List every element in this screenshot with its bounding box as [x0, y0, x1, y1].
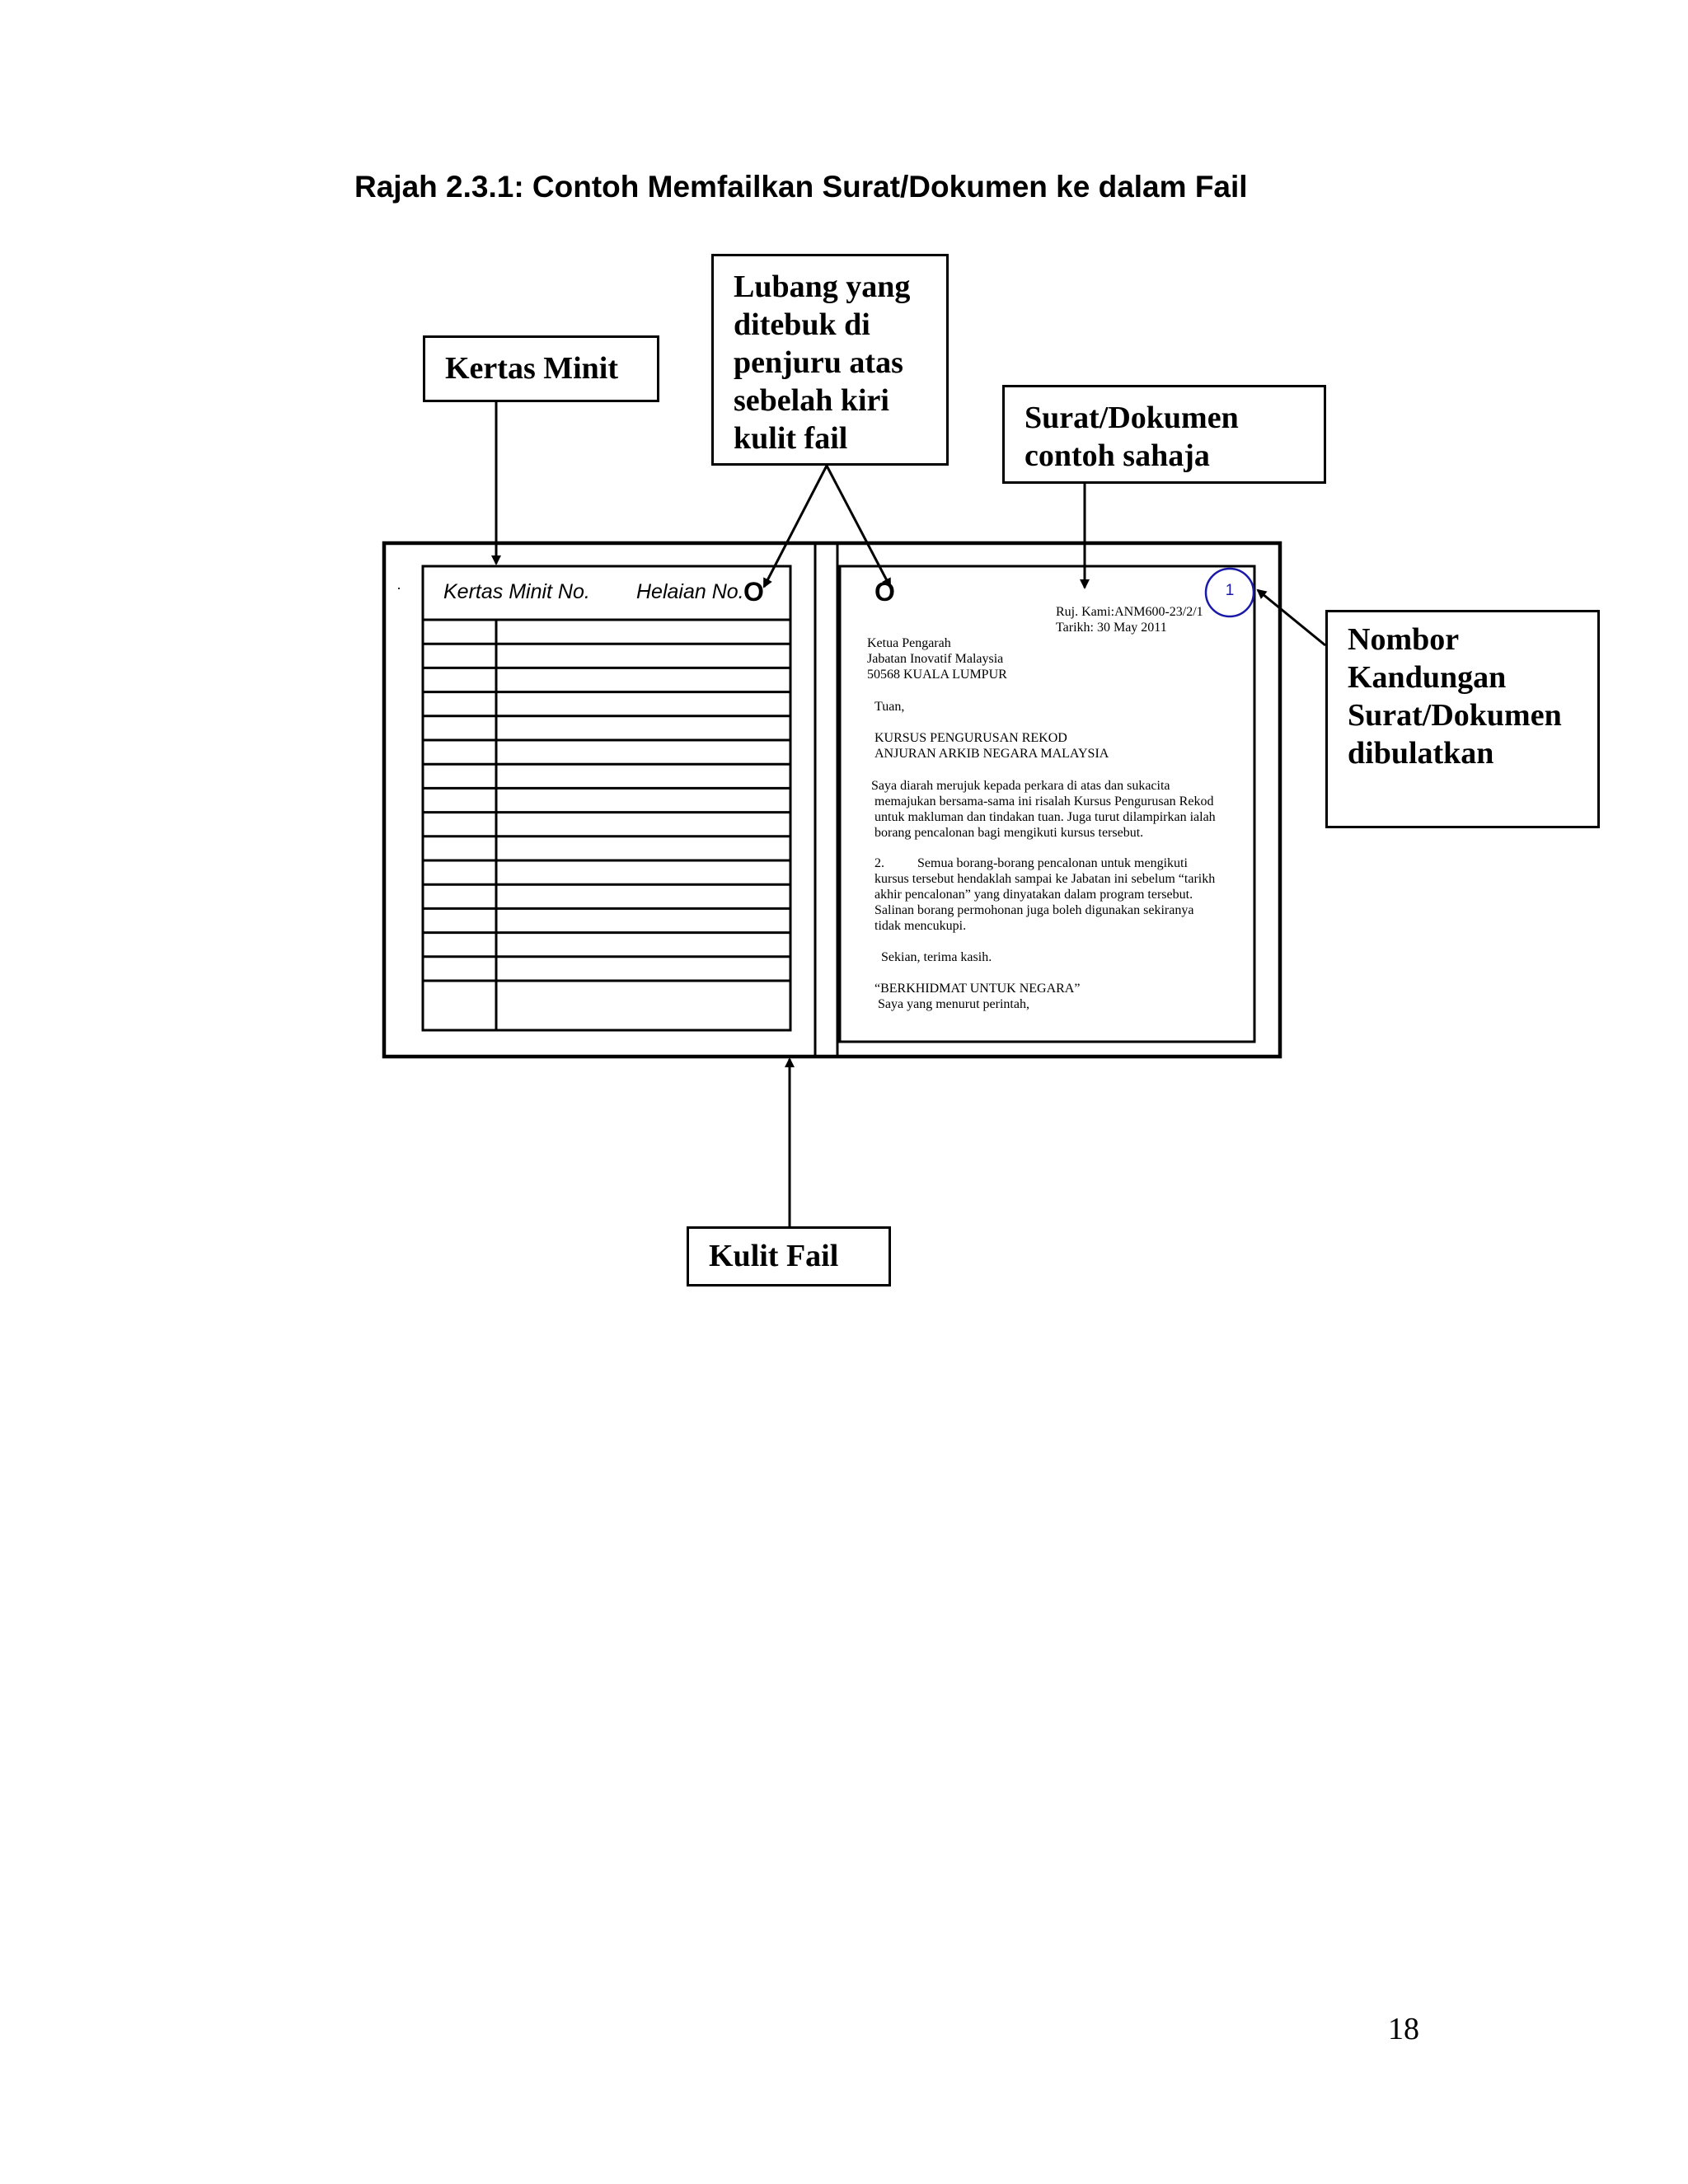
callout-lubang-line: penjuru atas — [734, 345, 903, 380]
arrow-lubang-left — [762, 465, 828, 588]
letter-paragraph-line: tidak mencukupi. — [874, 919, 967, 933]
letter-sheet — [838, 565, 1256, 1043]
letter-address-line: Jabatan Inovatif Malaysia — [867, 652, 1004, 666]
minit-sheet — [421, 565, 792, 1032]
callout-lubang-line: kulit fail — [734, 421, 848, 456]
letter-address-line: 50568 KUALA LUMPUR — [867, 668, 1007, 682]
letter-date: Tarikh: 30 May 2011 — [1056, 621, 1167, 635]
minit-number-label: Kertas Minit No. — [443, 580, 590, 603]
callout-kertas-minit: Kertas Minit — [423, 335, 659, 402]
callout-nombor-kandungan: Nombor Kandungan Surat/Dokumen dibulatka… — [1325, 610, 1600, 828]
file-cover — [382, 541, 1282, 1059]
letter-salutation: Tuan, — [874, 700, 905, 714]
letter-paragraph-line: kursus tersebut hendaklah sampai ke Jaba… — [874, 872, 1216, 886]
callout-nombor-kandungan-line: Kandungan — [1348, 660, 1507, 695]
callout-nombor-kandungan-line: Surat/Dokumen — [1348, 698, 1562, 733]
callout-lubang-line: Lubang yang — [734, 269, 911, 304]
letter-address-line: Ketua Pengarah — [867, 636, 951, 650]
callout-lubang-line: ditebuk di — [734, 307, 870, 342]
callout-kertas-minit-line: Kertas Minit — [445, 351, 619, 386]
letter-paragraph-line: memajukan bersama-sama ini risalah Kursu… — [874, 794, 1214, 808]
letter-paragraph-line: 2. Semua borang-borang pencalonan untuk … — [874, 856, 1188, 870]
minit-dot: · — [396, 580, 401, 597]
arrow-nombor-kandungan — [1256, 588, 1326, 647]
content-number: 1 — [1225, 582, 1235, 599]
content-number-circle — [1204, 567, 1255, 618]
letter-paragraph-line: Saya diarah merujuk kepada perkara di at… — [871, 779, 1170, 793]
callout-surat-dokumen: Surat/Dokumen contoh sahaja — [1002, 385, 1326, 484]
letter-sign-off: Saya yang menurut perintah, — [878, 997, 1029, 1011]
callout-surat-dokumen-line: contoh sahaja — [1025, 438, 1210, 473]
figure-title: Rajah 2.3.1: Contoh Memfailkan Surat/Dok… — [354, 170, 1248, 204]
minit-rows — [423, 618, 790, 982]
callout-lubang: Lubang yang ditebuk di penjuru atas sebe… — [711, 254, 949, 466]
letter-paragraph-line: Salinan borang permohonan juga boleh dig… — [874, 903, 1194, 917]
letter-paragraph-line: akhir pencalonan” yang dinyatakan dalam … — [874, 888, 1193, 902]
callout-lubang-line: sebelah kiri — [734, 383, 889, 418]
minit-hole-mark: O — [743, 577, 764, 607]
letter-hole-mark: O — [874, 577, 895, 607]
callout-kulit-fail: Kulit Fail — [687, 1226, 891, 1286]
letter-subject-line: KURSUS PENGURUSAN REKOD — [874, 731, 1067, 745]
letter-subject-line: ANJURAN ARKIB NEGARA MALAYSIA — [874, 747, 1109, 761]
letter-paragraph-line: untuk makluman dan tindakan tuan. Juga t… — [874, 810, 1216, 824]
letter-closing: Sekian, terima kasih. — [881, 950, 992, 964]
callout-kulit-fail-line: Kulit Fail — [709, 1239, 839, 1273]
letter-motto: “BERKHIDMAT UNTUK NEGARA” — [874, 982, 1081, 996]
callout-nombor-kandungan-line: dibulatkan — [1348, 736, 1494, 771]
callout-nombor-kandungan-line: Nombor — [1348, 622, 1460, 657]
callout-surat-dokumen-line: Surat/Dokumen — [1025, 401, 1239, 435]
helaian-number-label: Helaian No. — [636, 580, 744, 603]
page-number: 18 — [1388, 2012, 1419, 2046]
letter-paragraph-line: borang pencalonan bagi mengikuti kursus … — [874, 826, 1144, 840]
letter-reference: Ruj. Kami:ANM600-23/2/1 — [1056, 605, 1203, 619]
arrow-lubang-right — [825, 465, 892, 588]
